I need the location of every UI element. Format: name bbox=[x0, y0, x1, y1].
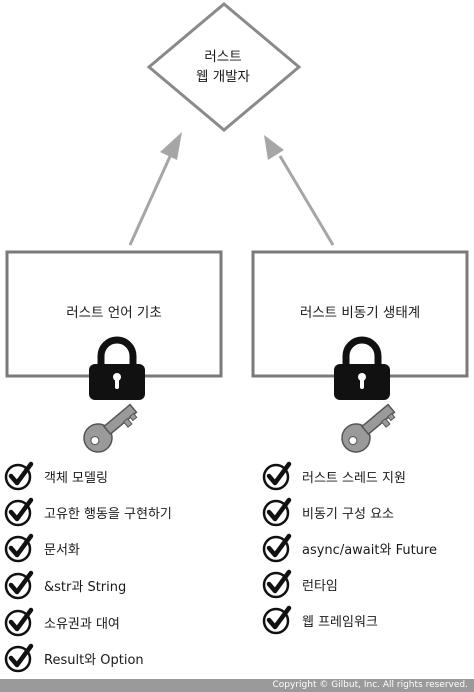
list-item: 웹 프레임워크 bbox=[262, 602, 437, 638]
goal-line-1: 러스트 bbox=[204, 49, 242, 65]
list-item: 소유권과 대여 bbox=[4, 604, 172, 640]
checkmark-icon bbox=[4, 607, 34, 637]
checkmark-icon bbox=[262, 461, 292, 491]
checkmark-icon bbox=[4, 461, 34, 491]
list-item-label: 러스트 스레드 지원 bbox=[302, 470, 406, 486]
right-checklist: 러스트 스레드 지원 비동기 구성 요소 async/await와 Future… bbox=[262, 458, 437, 638]
list-item-label: 소유권과 대여 bbox=[44, 616, 120, 632]
right-box bbox=[251, 250, 469, 378]
checkmark-icon bbox=[4, 643, 34, 673]
list-item: 문서화 bbox=[4, 530, 172, 566]
list-item-label: 객체 모델링 bbox=[44, 470, 108, 486]
checkmark-icon bbox=[4, 497, 34, 527]
list-item: 비동기 구성 요소 bbox=[262, 494, 437, 530]
left-checklist: 객체 모델링 고유한 행동을 구현하기 문서화 &str과 String 소유권… bbox=[4, 458, 172, 676]
list-item-label: 고유한 행동을 구현하기 bbox=[44, 506, 172, 522]
list-item-label: 런타임 bbox=[302, 578, 338, 594]
left-box-title: 러스트 언어 기초 bbox=[66, 305, 162, 321]
key-icon bbox=[341, 403, 396, 453]
key-icon bbox=[83, 403, 138, 453]
list-item: 고유한 행동을 구현하기 bbox=[4, 494, 172, 530]
list-item-label: 비동기 구성 요소 bbox=[302, 506, 394, 522]
checkmark-icon bbox=[262, 497, 292, 527]
list-item: Result와 Option bbox=[4, 640, 172, 676]
right-box-title: 러스트 비동기 생태계 bbox=[299, 305, 421, 321]
goal-line-2: 웹 개발자 bbox=[196, 69, 250, 85]
copyright-bar: Copyright © Gilbut, Inc. All rights rese… bbox=[0, 679, 474, 692]
list-item-label: 웹 프레임워크 bbox=[302, 614, 378, 630]
goal-title: 러스트 웹 개발자 bbox=[178, 47, 268, 87]
padlock-icon bbox=[89, 336, 145, 400]
checkmark-icon bbox=[4, 533, 34, 563]
list-item-label: async/await와 Future bbox=[302, 542, 437, 558]
list-item-label: Result와 Option bbox=[44, 652, 144, 668]
checkmark-icon bbox=[262, 533, 292, 563]
list-item: 객체 모델링 bbox=[4, 458, 172, 494]
arrow-right bbox=[264, 135, 335, 246]
arrow-left bbox=[128, 132, 182, 246]
checkmark-icon bbox=[262, 605, 292, 635]
checkmark-icon bbox=[4, 570, 34, 600]
list-item: async/await와 Future bbox=[262, 530, 437, 566]
list-item-label: &str과 String bbox=[44, 579, 127, 595]
list-item: 러스트 스레드 지원 bbox=[262, 458, 437, 494]
list-item: &str과 String bbox=[4, 566, 172, 604]
list-item-label: 문서화 bbox=[44, 542, 80, 558]
checkmark-icon bbox=[262, 569, 292, 599]
goal-diamond bbox=[146, 2, 302, 132]
padlock-icon bbox=[334, 336, 390, 400]
list-item: 런타임 bbox=[262, 566, 437, 602]
